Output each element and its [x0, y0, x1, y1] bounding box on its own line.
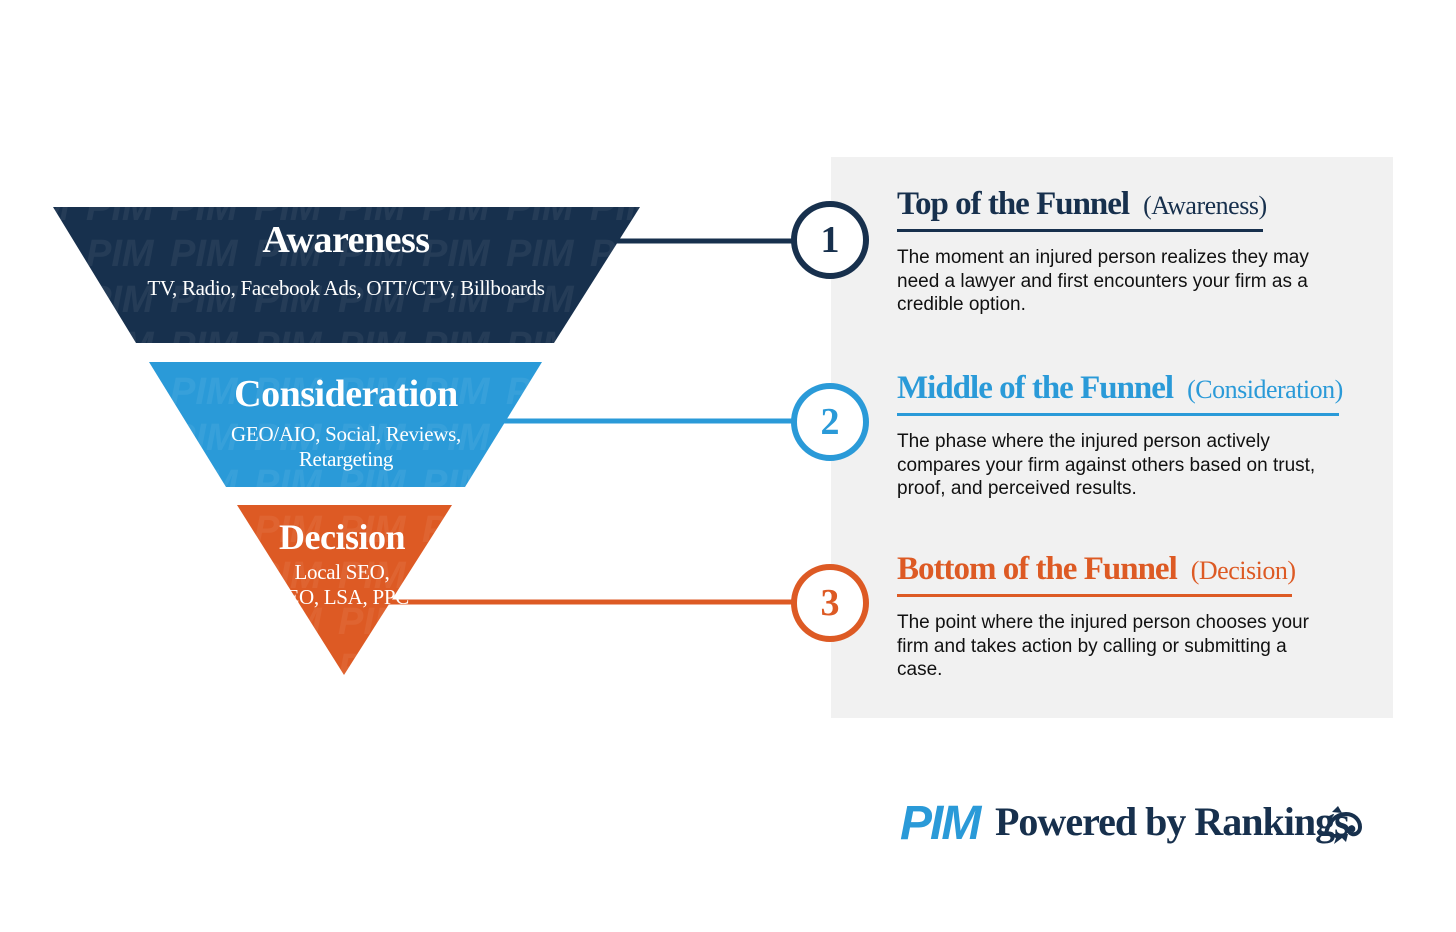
tier-channels: GEO/AIO, Social, Reviews, Retargeting	[231, 422, 461, 472]
stage-top: Top of the Funnel (Awareness) The moment …	[897, 186, 1317, 317]
stage-middle: Middle of the Funnel (Consideration) The …	[897, 370, 1343, 501]
stage-title: Bottom of the Funnel	[897, 551, 1178, 587]
funnel-watermark-decision	[237, 505, 452, 675]
step-circle-3	[791, 564, 869, 642]
stage-bottom: Bottom of the Funnel (Decision) The point…	[897, 551, 1317, 682]
tier-decision-label: Decision Local SEO, SEO, LSA, PPC	[272, 516, 412, 610]
ram-icon	[1324, 806, 1363, 844]
stage-heading: Middle of the Funnel (Consideration)	[897, 370, 1343, 407]
step-number-2: 2	[820, 401, 840, 443]
tier-consideration-label: Consideration GEO/AIO, Social, Reviews, …	[206, 372, 486, 472]
step-circle-2	[791, 383, 869, 461]
stage-heading: Top of the Funnel (Awareness)	[897, 186, 1317, 223]
pim-logo: PIM	[900, 797, 981, 850]
step-number-1: 1	[820, 219, 840, 261]
stage-title: Middle of the Funnel	[897, 370, 1174, 406]
stage-subtitle: (Awareness)	[1143, 191, 1267, 220]
stage-heading: Bottom of the Funnel (Decision)	[897, 551, 1317, 588]
funnel-watermark-consideration	[149, 362, 542, 487]
stages-panel	[831, 157, 1393, 718]
stage-rule	[897, 413, 1339, 416]
step-number-3: 3	[820, 582, 840, 624]
tier-title: Consideration	[234, 373, 458, 415]
stage-title: Top of the Funnel	[897, 186, 1130, 222]
tier-title: Decision	[279, 517, 406, 557]
tier-awareness-label: Awareness TV, Radio, Facebook Ads, OTT/C…	[110, 218, 582, 301]
stage-rule	[897, 229, 1263, 232]
stage-rule	[897, 594, 1292, 597]
funnel-watermark-awareness	[53, 207, 640, 343]
stage-description: The moment an injured person realizes th…	[897, 247, 1309, 315]
tier-channels: TV, Radio, Facebook Ads, OTT/CTV, Billbo…	[147, 276, 545, 300]
stage-subtitle: (Consideration)	[1187, 375, 1343, 404]
stage-subtitle: (Decision)	[1190, 556, 1296, 585]
tier-channels: Local SEO, SEO, LSA, PPC	[275, 560, 409, 610]
step-circle-1	[791, 201, 869, 279]
tier-title: Awareness	[262, 219, 430, 261]
stage-description: The phase where the injured person activ…	[897, 431, 1316, 499]
stage-description: The point where the injured person choos…	[897, 612, 1309, 680]
footer-tagline: Powered by Rankings	[995, 799, 1350, 844]
